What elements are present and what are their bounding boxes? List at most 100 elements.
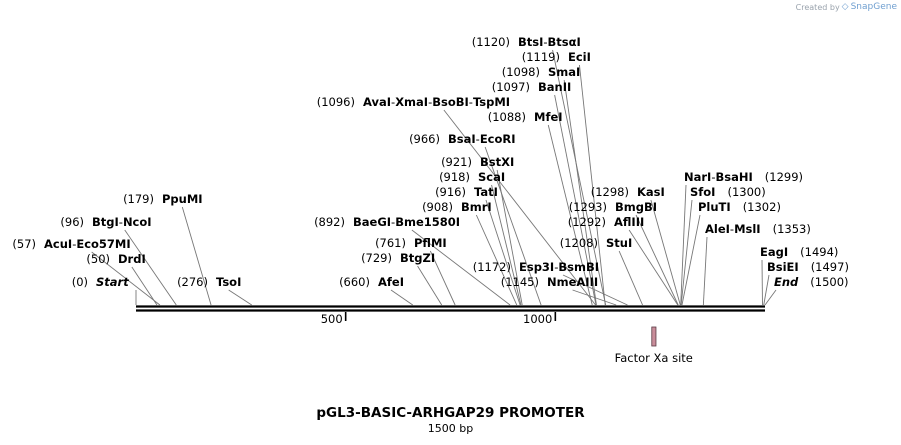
enzyme-name: BsiEI — [767, 260, 799, 274]
site-position: (1172) — [473, 260, 511, 274]
enzyme-name: TspMI — [473, 95, 510, 109]
restriction-site[interactable]: (179)PpuMI — [123, 192, 212, 306]
site-connector-line — [763, 274, 770, 306]
restriction-site[interactable]: (908)BmrI — [422, 200, 518, 306]
site-position: (966) — [409, 132, 440, 146]
enzyme-name: End — [774, 275, 799, 289]
restriction-site[interactable]: (1302)PluTI — [681, 200, 781, 306]
site-connector-line — [563, 79, 597, 306]
site-connector-line — [429, 250, 456, 306]
restriction-site[interactable]: (1500) End — [764, 275, 849, 306]
site-connector-line — [764, 289, 777, 306]
restriction-site[interactable]: (1292)AflIII — [568, 215, 679, 306]
restriction-site[interactable]: (1172)Esp3I - BsmBI — [473, 260, 628, 306]
site-connector-line — [443, 109, 596, 306]
enzyme-name: NarI — [684, 170, 711, 184]
restriction-site[interactable]: (50)DrdI — [86, 252, 158, 306]
snapgene-credit: Created by ◇ SnapGene — [796, 2, 897, 12]
enzyme-name: AcuI — [44, 237, 72, 251]
site-position: (916) — [435, 185, 466, 199]
restriction-site[interactable]: (1353)AleI - MslI — [702, 222, 811, 306]
factor-xa-site-feature[interactable] — [651, 326, 657, 347]
enzyme-name: SmaI — [548, 65, 580, 79]
restriction-site[interactable]: (1097)BanII — [492, 80, 597, 306]
site-name-separator: - — [730, 222, 734, 236]
site-connector-line — [547, 124, 593, 306]
site-connector-line — [131, 266, 158, 306]
enzyme-name: PluTI — [698, 200, 731, 214]
restriction-site[interactable]: (1208) StuI — [560, 236, 643, 306]
restriction-site[interactable]: (57)AcuI - Eco57MI — [12, 237, 161, 306]
site-connector-line — [496, 169, 523, 306]
restriction-site[interactable]: (0)Start — [72, 275, 137, 305]
site-position: (1088) — [488, 110, 526, 124]
enzyme-name: Bme1580I — [395, 215, 460, 229]
site-position: (1497) — [811, 260, 849, 274]
restriction-site[interactable]: (1096)AvaI - XmaI - BsoBI - TspMI — [317, 95, 596, 306]
restriction-site[interactable]: (1494)EagI — [760, 245, 838, 306]
enzyme-name: Start — [96, 275, 129, 289]
restriction-site[interactable]: (1098)SmaI — [502, 65, 597, 306]
restriction-site[interactable]: (96)BtgI - NcoI — [60, 215, 177, 306]
site-position: (761) — [375, 236, 406, 250]
site-position: (1500) — [810, 275, 848, 289]
credit-brand: SnapGene — [850, 2, 897, 12]
site-connector-line — [562, 274, 628, 306]
enzyme-name: EciI — [568, 50, 591, 64]
enzyme-name: BaeGI — [353, 215, 391, 229]
site-connector-line — [680, 184, 687, 306]
site-connector-line — [475, 214, 518, 306]
enzyme-name: StuI — [606, 236, 632, 250]
enzyme-name: BtsαI — [548, 35, 581, 49]
restriction-site[interactable]: (1088)MfeI — [488, 110, 593, 306]
credit-prefix: Created by — [795, 2, 840, 12]
restriction-site[interactable]: (276)TsoI — [177, 275, 252, 306]
site-connector-line — [702, 236, 708, 306]
restriction-site[interactable]: (918)ScaI — [439, 170, 522, 306]
site-position: (660) — [339, 275, 370, 289]
site-position: (96) — [60, 215, 84, 229]
restriction-site[interactable]: (761)PflMI — [375, 236, 456, 306]
enzyme-name: BstXI — [480, 155, 514, 169]
site-position: (1298) — [591, 185, 629, 199]
restriction-site[interactable]: (660)AfeI — [339, 275, 414, 306]
site-position: (276) — [177, 275, 208, 289]
enzyme-name: SfoI — [690, 185, 715, 199]
enzyme-name: BmrI — [461, 200, 492, 214]
enzyme-name: BsoBI — [432, 95, 469, 109]
site-position: (1120) — [472, 35, 510, 49]
site-connector-line — [680, 199, 693, 306]
site-name-separator: - — [119, 215, 123, 229]
restriction-site[interactable]: (1119)EciI — [522, 50, 606, 306]
restriction-site[interactable]: (1293)BmgBI — [569, 200, 679, 306]
restriction-site[interactable]: (1300)SfoI — [680, 185, 766, 306]
site-position: (1353) — [773, 222, 811, 236]
restriction-site[interactable]: (916)TatI — [435, 185, 521, 306]
site-connector-line — [411, 229, 511, 306]
site-position: (1292) — [568, 215, 606, 229]
restriction-site[interactable]: (1298)KasI — [591, 185, 681, 306]
restriction-site[interactable]: (1299)NarI - BsaHI — [680, 170, 803, 306]
site-connector-line — [650, 199, 681, 306]
site-connector-line — [635, 214, 679, 306]
restriction-site[interactable]: (1145)NmeAIII — [501, 275, 617, 306]
site-position: (1299) — [765, 170, 803, 184]
restriction-site[interactable]: (729)BtgZI — [361, 251, 443, 306]
restriction-site[interactable]: (966)BsaI - EcoRI — [409, 132, 542, 306]
restriction-site[interactable]: (921)BstXI — [441, 155, 523, 306]
enzyme-name: PpuMI — [162, 192, 203, 206]
ruler-tick-label: 500 — [321, 312, 343, 326]
map-title: pGL3-BASIC-ARHGAP29 PROMOTER — [316, 405, 585, 421]
site-connector-line — [484, 146, 542, 306]
site-connector-line — [579, 64, 606, 306]
restriction-site[interactable]: (892)BaeGI - Bme1580I — [314, 215, 511, 306]
site-position: (1096) — [317, 95, 355, 109]
restriction-site[interactable]: (1120)BtsI - BtsαI — [472, 35, 607, 306]
enzyme-name: XmaI — [395, 95, 428, 109]
site-connector-line — [618, 250, 643, 306]
site-connector-line — [91, 251, 161, 306]
restriction-site[interactable]: (1497) BsiEI — [763, 260, 849, 306]
site-position: (1208) — [560, 236, 598, 250]
enzyme-name: AleI — [705, 222, 730, 236]
enzyme-name: EcoRI — [480, 132, 516, 146]
